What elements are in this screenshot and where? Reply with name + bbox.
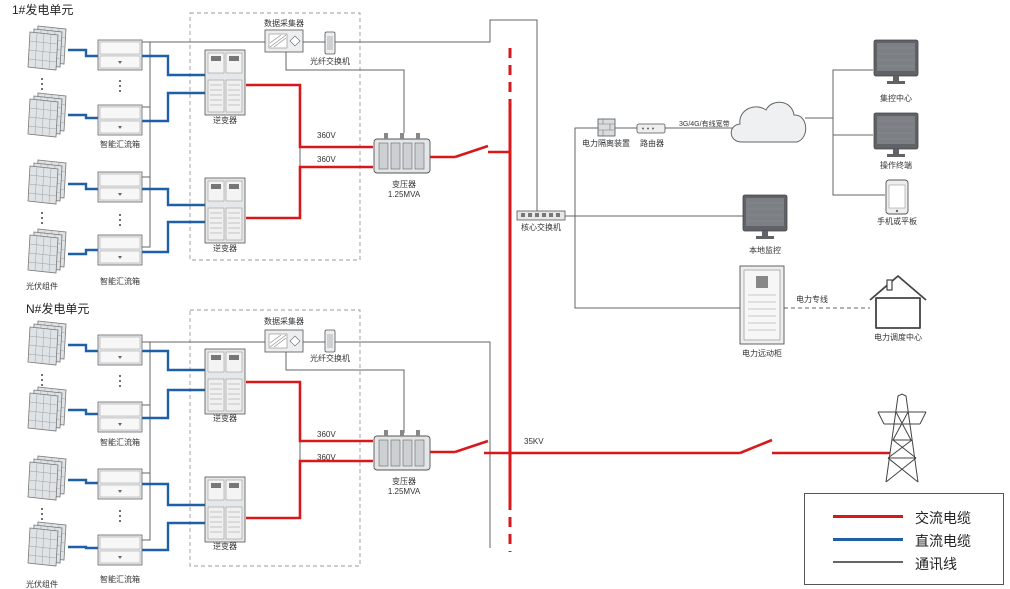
inverter — [204, 476, 246, 543]
dedicated-line-label: 电力专线 — [796, 295, 828, 304]
transmission-tower-icon — [877, 393, 927, 483]
unit-1-fiber-switch-label: 光纤交换机 — [310, 57, 350, 66]
combiner-box — [97, 334, 143, 366]
unit-1-collector-label: 数据采集器 — [264, 19, 304, 28]
pv-module-stack — [28, 160, 66, 204]
cloud-icon — [730, 101, 807, 143]
unit-1-inverter-label-lower: 逆变器 — [213, 244, 237, 253]
dispatch-center-house-icon — [869, 275, 927, 329]
mobile-label: 手机或平板 — [877, 217, 917, 226]
legend-swatch-comm — [833, 561, 903, 563]
unit-1-voltage-upper: 360V — [317, 131, 336, 140]
inverter — [204, 348, 246, 415]
unit-1-title: 1#发电单元 — [12, 3, 74, 17]
operator-terminal-monitor-icon — [873, 112, 919, 158]
unit-1-pv-label: 光伏组件 — [26, 282, 58, 291]
unit-n-group-box — [189, 309, 361, 567]
combiner-box — [97, 401, 143, 433]
fiber-switch — [324, 31, 336, 55]
combiner-box — [97, 39, 143, 71]
pv-module-stack — [28, 93, 66, 137]
telecontrol-cabinet-icon — [739, 265, 785, 345]
unit-n-pv-label: 光伏组件 — [26, 580, 58, 589]
mobile-device-icon — [885, 179, 909, 215]
fiber-switch — [324, 329, 336, 353]
operator-terminal-label: 操作终端 — [880, 161, 912, 170]
legend-item-ac: 交流电缆 — [805, 506, 1003, 527]
unit-1-transformer-rating: 1.25MVA — [387, 190, 421, 199]
network-link-label: 3G/4G/有线宽带 — [679, 121, 730, 128]
unit-n-combiner-label-upper: 智能汇流箱 — [100, 438, 140, 447]
inverter — [204, 49, 246, 116]
combiner-box — [97, 104, 143, 136]
router-icon — [636, 123, 666, 134]
unit-n-combiner-label-lower: 智能汇流箱 — [100, 575, 140, 584]
grid-voltage-label: 35KV — [524, 437, 544, 446]
combiner-box — [97, 234, 143, 266]
transformer — [373, 429, 431, 471]
legend-label-ac: 交流电缆 — [915, 511, 971, 527]
unit-n-fiber-switch-label: 光纤交换机 — [310, 354, 350, 363]
data-collector — [264, 329, 304, 353]
unit-1-group-box — [189, 12, 361, 261]
core-switch-label: 核心交换机 — [521, 223, 561, 232]
local-monitor-label: 本地监控 — [749, 246, 781, 255]
data-collector — [264, 29, 304, 53]
unit-1-inverter-label-upper: 逆变器 — [213, 116, 237, 125]
legend-swatch-dc — [833, 538, 903, 541]
unit-1-voltage-lower: 360V — [317, 155, 336, 164]
legend-item-dc: 直流电缆 — [805, 529, 1003, 550]
legend-swatch-ac — [833, 515, 903, 518]
legend-label-comm: 通讯线 — [915, 557, 957, 573]
legend-item-comm: 通讯线 — [805, 552, 1003, 573]
legend-label-dc: 直流电缆 — [915, 534, 971, 550]
dispatch-center-label: 电力调度中心 — [874, 333, 922, 342]
unit-n-transformer-rating: 1.25MVA — [387, 487, 421, 496]
pv-module-stack — [28, 229, 66, 273]
combiner-box — [97, 534, 143, 566]
legend: 交流电缆 直流电缆 通讯线 — [804, 493, 1004, 585]
isolation-device-label: 电力隔离装置 — [582, 139, 630, 148]
core-switch-icon — [516, 210, 566, 221]
unit-n-transformer-label: 变压器 — [392, 477, 416, 486]
pv-module-stack — [28, 26, 66, 70]
router-label: 路由器 — [640, 139, 664, 148]
local-monitor-icon — [742, 194, 788, 240]
pv-module-stack — [28, 522, 66, 566]
unit-1-combiner-label-upper: 智能汇流箱 — [100, 140, 140, 149]
ellipsis-dots — [41, 78, 121, 522]
dc-cables — [68, 48, 205, 552]
control-center-label: 集控中心 — [880, 94, 912, 103]
pv-module-stack — [28, 321, 66, 365]
unit-n-voltage-lower: 360V — [317, 453, 336, 462]
ac-cables — [246, 83, 890, 520]
inverter — [204, 177, 246, 244]
unit-n-voltage-upper: 360V — [317, 430, 336, 439]
transformer — [373, 132, 431, 174]
unit-n-collector-label: 数据采集器 — [264, 317, 304, 326]
isolation-device-icon — [597, 118, 616, 137]
combiner-box — [97, 468, 143, 500]
unit-n-inverter-label-lower: 逆变器 — [213, 542, 237, 551]
pv-module-stack — [28, 387, 66, 431]
comm-lines — [142, 19, 885, 548]
combiner-box — [97, 171, 143, 203]
unit-n-title: N#发电单元 — [26, 302, 90, 316]
unit-1-combiner-label-lower: 智能汇流箱 — [100, 277, 140, 286]
control-center-monitor-icon — [873, 39, 919, 85]
unit-1-transformer-label: 变压器 — [392, 180, 416, 189]
unit-n-inverter-label-upper: 逆变器 — [213, 414, 237, 423]
telecontrol-cabinet-label: 电力远动柜 — [742, 349, 782, 358]
pv-module-stack — [28, 456, 66, 500]
